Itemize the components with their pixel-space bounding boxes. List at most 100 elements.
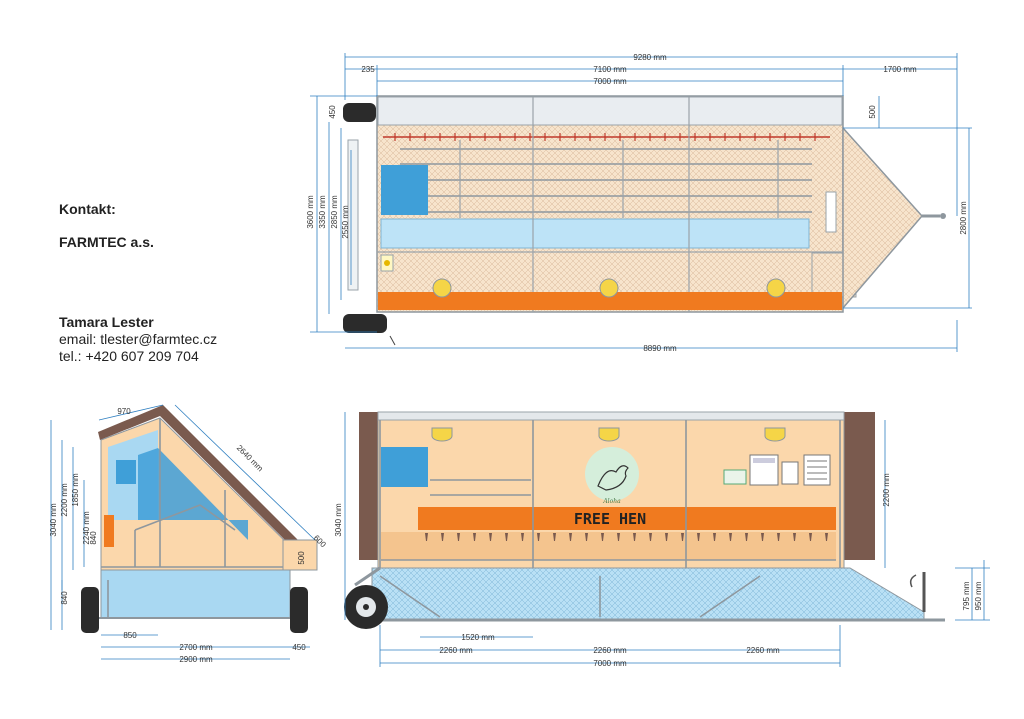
side-view: Aloha FREE HEN — [344, 411, 945, 629]
top-wheel-top — [343, 103, 376, 122]
feeder-cup — [585, 533, 588, 541]
top-view-dimensions: 9280 mm 235 7100 mm 1700 mm 7000 mm 8890… — [306, 53, 972, 353]
top-lamp — [432, 278, 452, 298]
dim-2200-side: 2200 mm — [882, 473, 891, 507]
feeder-cup — [633, 533, 636, 541]
feeder-cup — [713, 533, 716, 541]
top-left-rail — [347, 139, 359, 291]
dim-2850: 2850 mm — [330, 195, 339, 229]
dim-795: 795 mm — [962, 581, 971, 610]
control-panel — [723, 469, 747, 485]
top-lamp — [599, 278, 619, 298]
dim-3600: 3600 mm — [306, 195, 315, 229]
dim-850: 850 — [123, 631, 137, 640]
feeder-cup — [697, 533, 700, 541]
top-roof-strip — [377, 96, 843, 126]
dim-1520: 1520 mm — [461, 633, 495, 642]
dim-3040-front: 3040 mm — [49, 503, 58, 537]
feeder-cup — [665, 533, 668, 541]
feeder-cup — [425, 533, 428, 541]
feeder-cup — [537, 533, 540, 541]
contact-name: Tamara Lester — [59, 314, 154, 330]
dim-7100: 7100 mm — [593, 65, 627, 74]
feeder-cup — [457, 533, 460, 541]
dim-2260-b: 2260 mm — [593, 646, 627, 655]
front-view-dimensions: 970 2640 mm 600 500 3040 mm 2200 mm 1850… — [49, 404, 328, 664]
top-feeder-marks — [394, 133, 816, 141]
dim-1700: 1700 mm — [883, 65, 917, 74]
front-roof — [98, 405, 298, 545]
top-nest-box — [381, 165, 428, 215]
side-door — [381, 447, 428, 487]
side-feeder-cups — [425, 533, 828, 541]
dim-950: 950 mm — [974, 581, 983, 610]
side-view-dimensions: 3040 mm 2200 mm 795 mm 950 mm 1520 mm 22… — [334, 412, 990, 668]
dim-2260-a: 2260 mm — [439, 646, 473, 655]
top-wheel-bottom — [343, 314, 387, 333]
feeder-cup — [809, 533, 812, 541]
top-drawbar — [842, 126, 923, 311]
dim-840-b: 840 — [60, 591, 69, 605]
hen-icon — [597, 465, 629, 491]
contact-block: Kontakt: FARMTEC a.s. Tamara Lester emai… — [59, 0, 299, 719]
side-undercarriage — [371, 567, 925, 621]
dim-3040-side: 3040 mm — [334, 503, 343, 537]
brand-label: FREE HEN — [574, 510, 646, 528]
dim-3350: 3350 mm — [318, 195, 327, 229]
contact-phone: tel.: +420 607 209 704 — [59, 348, 199, 364]
feeder-cup — [745, 533, 748, 541]
feeder-cup — [569, 533, 572, 541]
dim-7000-top: 7000 mm — [593, 77, 627, 86]
switch-box — [781, 461, 799, 485]
dim-2260-c: 2260 mm — [746, 646, 780, 655]
feeder-cup — [777, 533, 780, 541]
dim-2700: 2700 mm — [179, 643, 213, 652]
dim-840-a: 840 — [89, 531, 98, 545]
dim-2900: 2900 mm — [179, 655, 213, 664]
feeder-cup — [681, 533, 684, 541]
feeder-cup — [553, 533, 556, 541]
feeder-cup — [505, 533, 508, 541]
feeder-cup — [761, 533, 764, 541]
contact-email[interactable]: email: tlester@farmtec.cz — [59, 331, 218, 347]
vent-grille — [803, 454, 831, 486]
feeder-cup — [489, 533, 492, 541]
dim-2240: 2240 mm — [82, 511, 91, 545]
dim-500-front: 500 — [297, 551, 306, 565]
feeder-cup — [793, 533, 796, 541]
feeder-cup — [649, 533, 652, 541]
front-view — [81, 405, 318, 633]
contact-heading: Kontakt: — [59, 201, 116, 217]
logo-script: Aloha — [602, 498, 621, 505]
feeder-cup — [441, 533, 444, 541]
dim-2550: 2550 mm — [341, 205, 350, 239]
feeder-cup — [825, 533, 828, 541]
feeder-cup — [729, 533, 732, 541]
feeder-cup — [521, 533, 524, 541]
feeder-cup — [601, 533, 604, 541]
top-orange-strip — [378, 292, 842, 310]
dim-970: 970 — [117, 407, 131, 416]
dim-8890: 8890 mm — [643, 344, 677, 353]
top-view — [343, 95, 946, 346]
side-lamp — [764, 427, 786, 442]
top-lamp — [766, 278, 786, 298]
dim-2800: 2800 mm — [959, 201, 968, 235]
dim-2200-front: 2200 mm — [60, 483, 69, 517]
dim-450-front: 450 — [292, 643, 306, 652]
dim-500-top: 500 — [868, 105, 877, 119]
dim-450-top: 450 — [328, 105, 337, 119]
dim-9280: 9280 mm — [633, 53, 667, 62]
company-name: FARMTEC a.s. — [59, 234, 154, 250]
feeder-cup — [473, 533, 476, 541]
hen-logo — [585, 447, 639, 501]
dim-235: 235 — [361, 65, 375, 74]
side-feeder-strip — [418, 507, 836, 530]
top-body — [376, 95, 844, 313]
dim-7000-side: 7000 mm — [593, 659, 627, 668]
feeder-cup — [617, 533, 620, 541]
side-lamp — [431, 427, 453, 442]
side-lamp — [598, 427, 620, 442]
dim-2640: 2640 mm — [235, 443, 265, 473]
